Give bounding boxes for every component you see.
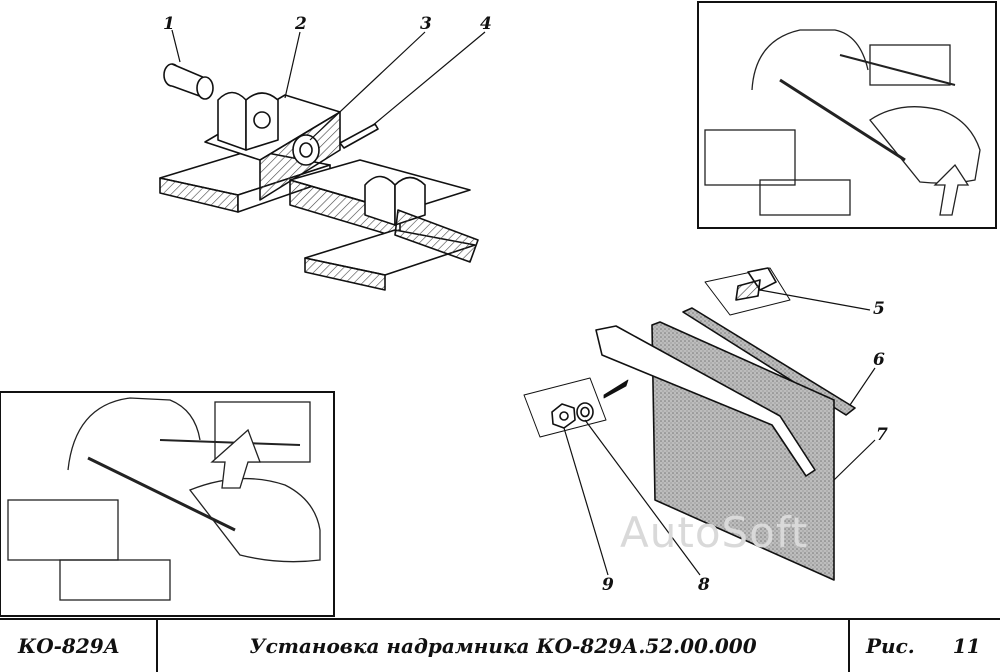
figure-cell: Рис. 11 — [866, 620, 996, 672]
divider — [848, 620, 850, 672]
title-cell: Установка надрамника КО-829А.52.00.000 — [158, 620, 848, 672]
bottom-left-view — [0, 391, 335, 617]
callout-1: 1 — [163, 14, 175, 34]
mudflap-assembly — [523, 267, 856, 581]
model-label: КО-829А — [18, 634, 120, 658]
callout-9: 9 — [602, 575, 614, 595]
callout-5: 5 — [873, 299, 885, 319]
leader-lines-bottom — [563, 289, 876, 576]
callout-6: 6 — [873, 350, 885, 370]
leader-lines-top — [171, 29, 486, 141]
figure-label: Рис. — [866, 634, 915, 658]
callout-7: 7 — [876, 425, 888, 445]
figure-number: 11 — [952, 634, 981, 658]
watermark: AutoSoft — [620, 508, 809, 557]
callout-2: 2 — [295, 14, 307, 34]
bolt-5 — [704, 267, 791, 316]
drawing-title: Установка надрамника КО-829А.52.00.000 — [249, 634, 757, 658]
callout-4: 4 — [480, 14, 492, 34]
callout-3: 3 — [420, 14, 432, 34]
top-right-view — [697, 1, 997, 229]
divider — [156, 620, 158, 672]
title-block: КО-829А Установка надрамника КО-829А.52.… — [0, 618, 1000, 672]
hinge-assembly — [159, 63, 479, 291]
model-cell: КО-829А — [18, 620, 158, 672]
callout-8: 8 — [698, 575, 710, 595]
